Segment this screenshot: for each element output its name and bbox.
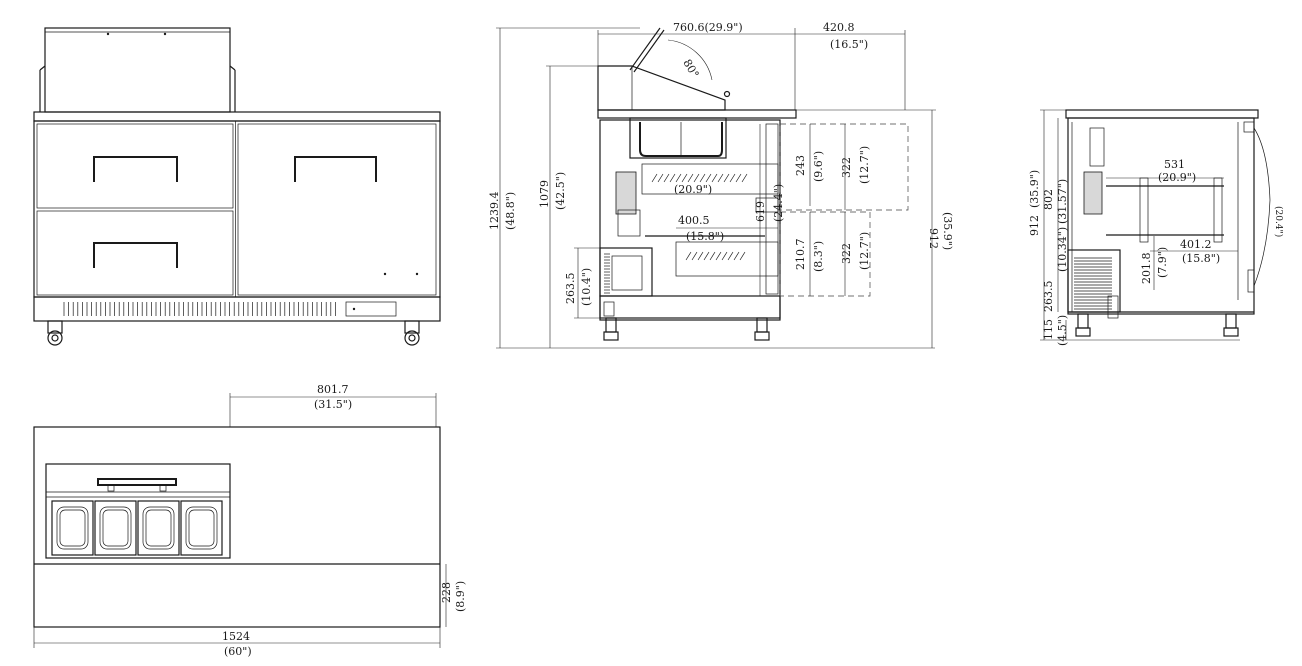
side-pan-well xyxy=(629,117,727,159)
dim-lower-drawer-depth-in: (15.8") xyxy=(686,230,724,243)
lower-drawer-handle xyxy=(93,242,178,268)
dim-total-height: 1239.4 xyxy=(488,192,501,231)
dim-end-comp: 263.5 xyxy=(1042,281,1055,313)
dim-total-height-in: (48.8") xyxy=(504,192,517,230)
dim-end-comp-in: (10.34") xyxy=(1056,227,1069,272)
dim-comp-height-in: (10.4") xyxy=(580,268,593,306)
upper-drawer-handle xyxy=(93,156,178,182)
door-front xyxy=(237,123,437,296)
side-lower-drawer xyxy=(675,241,779,277)
upper-drawer-front xyxy=(36,123,234,209)
lid-open xyxy=(629,27,661,71)
dim-end-inner-in: (31.57") xyxy=(1056,179,1069,224)
top-prep-area xyxy=(45,463,231,559)
dim-drawer-b-in: (8.3") xyxy=(812,241,825,272)
dim-shelf-depth-in: (15.8") xyxy=(1182,252,1220,265)
dim-prep-depth: 801.7 xyxy=(317,383,349,396)
dim-upper-shelf-in: (20.9") xyxy=(674,183,712,196)
dim-overall-width-in: (60") xyxy=(224,645,252,658)
dim-shelf-gap-in: (7.9") xyxy=(1156,247,1169,278)
dim-shelf-width-in: (20.9") xyxy=(1158,171,1196,184)
drawer-upper-extension xyxy=(779,123,909,211)
dim-rear-offset-in: (16.5") xyxy=(830,38,868,51)
dim-overall-width: 1524 xyxy=(222,630,250,643)
front-cabinet xyxy=(33,120,441,298)
side-hood xyxy=(597,65,726,111)
dim-drawer-b: 210.7 xyxy=(794,239,807,271)
dim-lid-depth: 760.6(29.9") xyxy=(673,21,743,34)
dim-clear-b-in: (12.7") xyxy=(858,232,871,270)
lid-angle-label: 80° xyxy=(680,57,701,80)
dim-end-inner: 802 xyxy=(1042,189,1055,210)
top-lid-handle xyxy=(97,478,177,486)
dim-counter-height: 912 xyxy=(927,228,940,249)
dim-clear-b: 322 xyxy=(840,243,853,264)
dim-top-height-in: (42.5") xyxy=(554,172,567,210)
top-outline xyxy=(33,426,441,628)
dim-prep-depth-in: (31.5") xyxy=(314,398,352,411)
side-countertop xyxy=(597,109,797,119)
dim-rear-offset: 420.8 xyxy=(823,21,855,34)
dim-leg-height: 115 xyxy=(1042,319,1055,340)
end-cabinet xyxy=(1067,117,1255,315)
dim-drawer-a: 243 xyxy=(794,155,807,176)
end-view: 531 (20.9") 912 (35.9") 802 (31.57") 263… xyxy=(1028,109,1284,346)
end-countertop xyxy=(1065,109,1259,119)
dim-door-swing: (20.4") xyxy=(1273,206,1284,237)
dim-end-height-in: (35.9") xyxy=(1028,170,1041,208)
dim-top-height: 1079 xyxy=(538,180,551,208)
side-fan-coil xyxy=(615,171,637,215)
front-hood xyxy=(44,27,231,113)
door-handle xyxy=(294,156,377,182)
dim-board-depth: 228 xyxy=(440,582,453,603)
side-dimensions xyxy=(496,27,936,349)
dim-shelf-gap: 201.8 xyxy=(1140,253,1153,285)
dim-comp-height: 263.5 xyxy=(564,273,577,305)
dim-inner-height: 619 xyxy=(754,201,767,222)
end-fan-coil xyxy=(1083,171,1103,215)
dim-clear-a-in: (12.7") xyxy=(858,146,871,184)
dim-clear-a: 322 xyxy=(840,157,853,178)
dim-board-depth-in: (8.9") xyxy=(454,581,467,612)
dim-lower-drawer-depth: 400.5 xyxy=(678,214,710,227)
dim-counter-height-in: (35.9") xyxy=(941,212,954,250)
dim-shelf-depth: 401.2 xyxy=(1180,238,1212,251)
dim-end-height: 912 xyxy=(1028,215,1041,236)
lower-drawer-front xyxy=(36,210,234,296)
front-countertop xyxy=(33,111,441,122)
dim-shelf-width: 531 xyxy=(1164,158,1185,171)
front-grille xyxy=(33,296,441,322)
side-view: 80° xyxy=(488,21,954,349)
front-view xyxy=(33,27,441,346)
dim-inner-height-in: (24.4") xyxy=(772,184,785,222)
dim-leg-height-in: (4.5") xyxy=(1056,315,1069,346)
dim-drawer-a-in: (9.6") xyxy=(812,151,825,182)
top-view: 801.7 (31.5") 1524 (60") 228 (8.9") xyxy=(33,383,467,658)
drawer-lower-extension xyxy=(779,211,871,297)
